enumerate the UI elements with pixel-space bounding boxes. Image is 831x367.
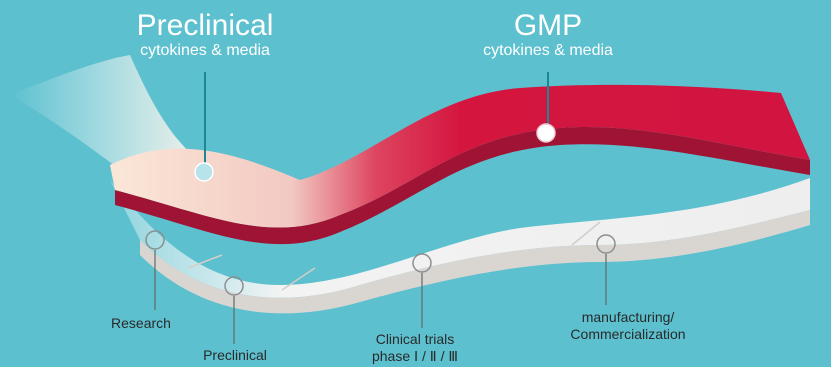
preclinical-stage-label: Preclinical bbox=[190, 347, 280, 364]
gmp-ribbon-marker bbox=[537, 124, 555, 142]
manufacturing-stage-label-line1: manufacturing/ bbox=[548, 309, 708, 326]
preclinical-ribbon-marker bbox=[195, 163, 213, 181]
manufacturing-stage-label: manufacturing/ Commercialization bbox=[548, 309, 708, 343]
manufacturing-stage-label-line2: Commercialization bbox=[548, 326, 708, 343]
clinical-stage-label-line1: Clinical trials bbox=[350, 331, 480, 348]
gmp-product-subtitle: cytokines & media bbox=[460, 42, 636, 60]
clinical-stage-label-line2: phase Ⅰ / Ⅱ / Ⅲ bbox=[350, 348, 480, 365]
gmp-product-title: GMP bbox=[480, 10, 616, 42]
preclinical-product-title: Preclinical bbox=[110, 10, 300, 42]
preclinical-product-subtitle: cytokines & media bbox=[110, 42, 300, 60]
clinical-stage-label: Clinical trials phase Ⅰ / Ⅱ / Ⅲ bbox=[350, 331, 480, 365]
research-stage-label: Research bbox=[98, 315, 184, 332]
